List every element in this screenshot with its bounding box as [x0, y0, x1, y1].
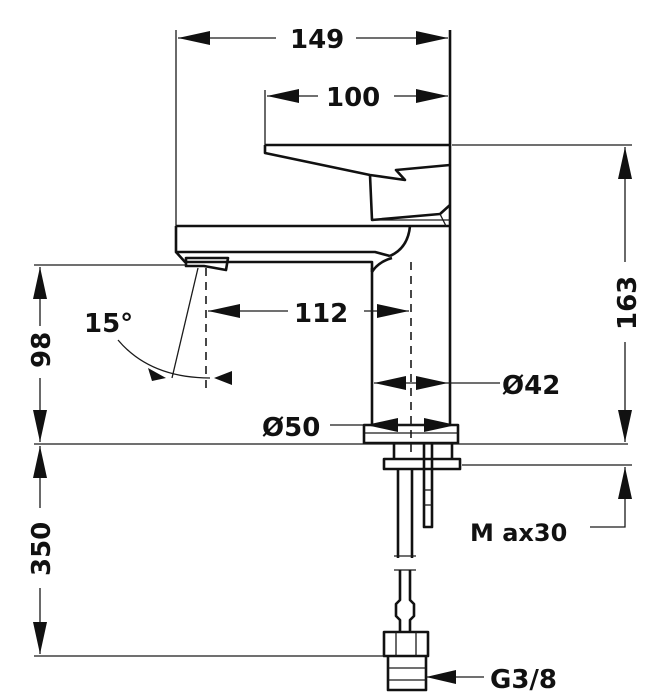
- dim-base-diameter: Ø50: [262, 413, 456, 443]
- angle-label: 15°: [84, 309, 133, 339]
- base-diameter-label: Ø50: [262, 413, 320, 443]
- faucet-base: [34, 423, 628, 692]
- dim-total-height: 163: [452, 144, 643, 442]
- dim-spout-height: 98: [24, 264, 186, 442]
- total-height-label: 163: [613, 276, 643, 330]
- dim-supply-length: 350: [24, 446, 384, 657]
- centerlines: [205, 262, 412, 456]
- dim-lever-length: 100: [264, 80, 448, 145]
- dim-body-diameter: Ø42: [374, 371, 560, 401]
- spout-height-label: 98: [27, 332, 57, 368]
- faucet-body: [174, 30, 452, 425]
- supply-length-label: 350: [27, 522, 57, 576]
- body-diameter-label: Ø42: [502, 371, 560, 401]
- dim-spout-reach: 112: [208, 295, 409, 329]
- angle-indicator: 15°: [84, 267, 232, 385]
- lever-length-label: 100: [326, 83, 380, 113]
- spout-reach-label: 112: [294, 299, 348, 329]
- max-deck-label: M ax30: [470, 519, 567, 547]
- dim-thread: G3/8: [426, 665, 557, 695]
- thread-label: G3/8: [490, 665, 557, 695]
- dim-overall-width: 149: [175, 22, 448, 226]
- overall-width-label: 149: [290, 25, 344, 55]
- dim-max-deck: M ax30: [462, 464, 632, 547]
